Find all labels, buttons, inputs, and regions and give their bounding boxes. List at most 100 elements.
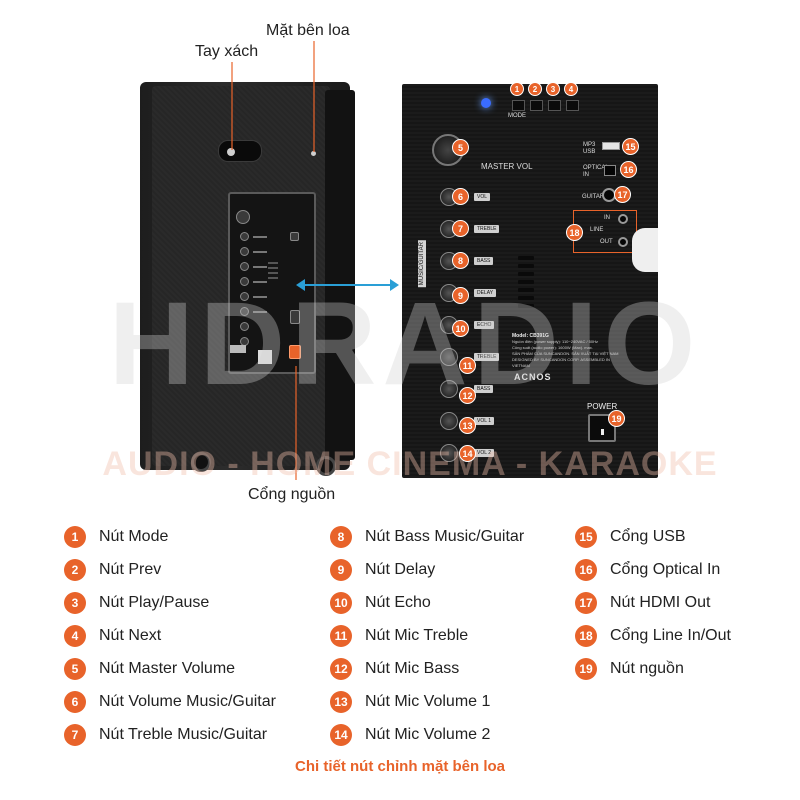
optical-port (604, 165, 616, 176)
legend-number: 17 (575, 592, 597, 614)
legend-text: Nút Mic Volume 2 (365, 726, 491, 743)
badge-15: 15 (622, 138, 639, 155)
legend-item: 2 Nút Prev (64, 558, 161, 582)
mini-label-line (253, 251, 267, 253)
legend-text: Nút Play/Pause (99, 594, 210, 611)
legend-item: 8 Nút Bass Music/Guitar (330, 525, 524, 549)
next-button (566, 100, 579, 111)
control-label: VOL 2 (474, 449, 494, 457)
panel-vent (518, 304, 534, 308)
caster-wheel (316, 456, 336, 476)
legend-text: Nút Echo (365, 594, 431, 611)
legend-item: 16 Cổng Optical In (575, 558, 720, 582)
control-label: BASS (474, 385, 494, 393)
badge-13: 13 (459, 417, 476, 434)
mini-vent (268, 262, 278, 264)
mini-label-line (253, 296, 267, 298)
spec-line: SẢN PHẨM CỦA SUNCANDON. SẢN XUẤT TẠI VIỆ… (512, 351, 619, 356)
handle-marker-dot (227, 148, 235, 156)
master-volume-label: MASTER VOL (481, 162, 533, 171)
legend-text: Nút Delay (365, 561, 436, 578)
mini-vent (268, 277, 278, 279)
mic-bass-knob (440, 380, 458, 398)
legend-number: 12 (330, 658, 352, 680)
arrow-head-left (296, 279, 305, 291)
legend-text: Nút Treble Music/Guitar (99, 726, 268, 743)
legend-number: 7 (64, 724, 86, 746)
legend-item: 15 Cổng USB (575, 525, 686, 549)
legend-text: Nút Prev (99, 561, 162, 578)
legend-item: 10 Nút Echo (330, 591, 431, 615)
cable-clip (632, 228, 658, 272)
side-marker-dot (311, 151, 316, 156)
legend-text: Cổng USB (610, 528, 686, 545)
spec-line: Công suất (audio power): 1600W (Max). ma… (512, 345, 593, 350)
legend-text: Nút Mic Treble (365, 627, 469, 644)
panel-vent (518, 256, 534, 260)
panel-vent (518, 280, 534, 284)
mini-power-port (289, 345, 301, 359)
annotation-side-panel: Mặt bên loa (266, 22, 350, 39)
caption: Chi tiết nút chỉnh mặt bên loa (295, 758, 505, 775)
legend-number: 3 (64, 592, 86, 614)
usb-label: MP3 USB (583, 142, 596, 155)
legend-number: 2 (64, 559, 86, 581)
annotation-power-port: Cổng nguồn (248, 486, 336, 503)
legend-item: 7 Nút Treble Music/Guitar (64, 723, 267, 747)
spec-line: Nguồn điện (power supply): 110~240VAC / … (512, 339, 599, 344)
mini-label-line (253, 281, 267, 283)
legend-number: 18 (575, 625, 597, 647)
legend-number: 8 (330, 526, 352, 548)
badge-17: 17 (614, 186, 631, 203)
legend-text: Nút HDMI Out (610, 594, 711, 611)
guitar-label: GUITAR (582, 194, 605, 200)
legend-text: Cổng Optical In (610, 561, 721, 578)
badge-18: 18 (566, 224, 583, 241)
power-label: POWER (587, 402, 618, 411)
spec-label: Model: CB391G Nguồn điện (power supply):… (512, 333, 622, 369)
control-label: ECHO (474, 321, 495, 329)
carry-handle (218, 140, 262, 162)
legend-text: Cổng Line In/Out (610, 627, 731, 644)
mode-button (512, 100, 525, 111)
mini-knob (240, 322, 249, 331)
line-in-label: IN (604, 215, 610, 221)
control-label: VOL (474, 193, 491, 201)
legend-number: 16 (575, 559, 597, 581)
mini-knob (240, 247, 249, 256)
control-label: TREBLE (474, 225, 500, 233)
mini-knob (240, 307, 249, 316)
panel-vent (518, 272, 534, 276)
badge-9: 9 (452, 287, 469, 304)
legend-number: 4 (64, 625, 86, 647)
optical-label: OPTICAL IN (583, 165, 609, 178)
arrow-head-right (390, 279, 399, 291)
badge-7: 7 (452, 220, 469, 237)
mini-label-line (253, 311, 267, 313)
legend-number: 15 (575, 526, 597, 548)
mini-label-line (253, 236, 267, 238)
line-out-jack (618, 237, 628, 247)
legend-text: Nút Bass Music/Guitar (365, 528, 525, 545)
mic-volume-2-knob (440, 444, 458, 462)
legend-text: Nút Mode (99, 528, 169, 545)
line-in-jack (618, 214, 628, 224)
mini-knob (240, 277, 249, 286)
badge-16: 16 (620, 161, 637, 178)
mic-treble-knob (440, 348, 458, 366)
legend-item: 18 Cổng Line In/Out (575, 624, 731, 648)
zoom-arrow (302, 284, 394, 286)
control-label: BASS (474, 257, 494, 265)
mini-port (290, 232, 299, 241)
annotation-handle: Tay xách (195, 43, 259, 60)
legend-number: 10 (330, 592, 352, 614)
legend-text: Nút Volume Music/Guitar (99, 693, 276, 710)
